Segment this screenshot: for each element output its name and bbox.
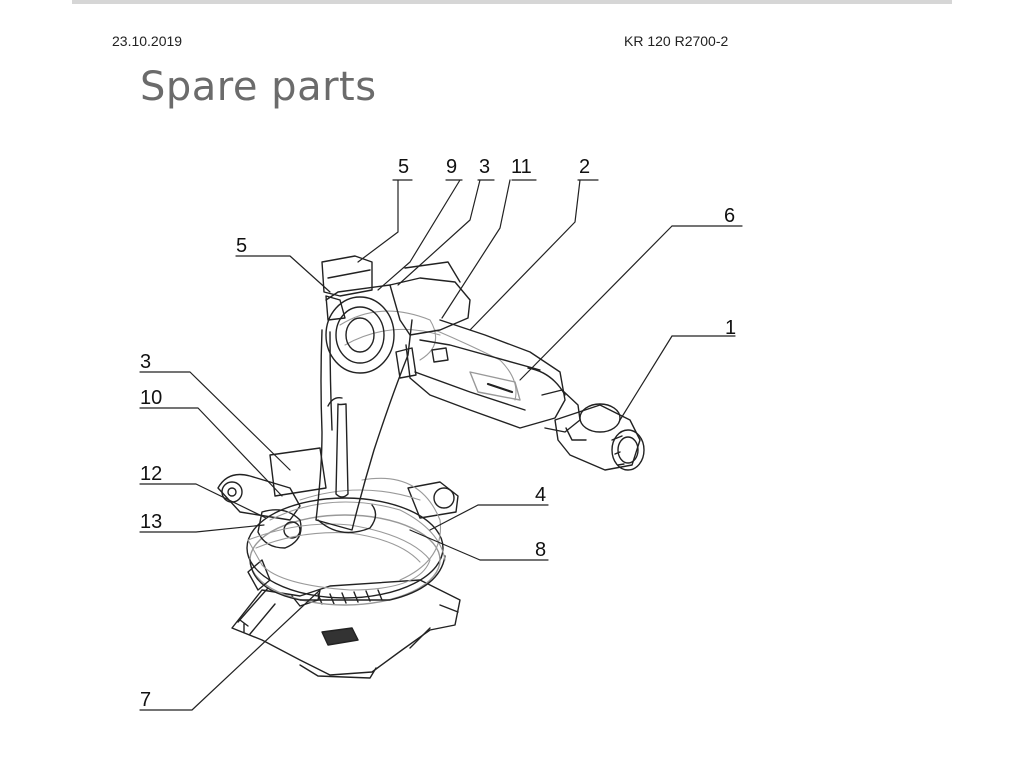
callout-1: 1: [725, 317, 736, 339]
robot-base: [231, 579, 461, 679]
top-rule: [72, 0, 952, 4]
callout-3-top: 3: [479, 156, 490, 178]
callout-13: 13: [140, 511, 162, 533]
counterbalancing-system: [395, 347, 449, 379]
callout-6: 6: [724, 205, 735, 227]
in-line-wrist: [541, 389, 645, 471]
robot-arm: [405, 319, 566, 429]
callout-12: 12: [140, 463, 162, 485]
callout-4: 4: [535, 484, 546, 506]
callout-5-left: 5: [236, 235, 247, 257]
document-date: 23.10.2019: [112, 33, 183, 49]
callout-11: 11: [511, 156, 532, 178]
leader-lines: [139, 179, 743, 711]
callout-8: 8: [535, 539, 546, 561]
callout-7: 7: [140, 689, 151, 711]
callout-5-top: 5: [398, 156, 409, 178]
arm-axis-housing: [321, 255, 471, 374]
link-arm: [315, 319, 413, 534]
callout-10: 10: [140, 387, 162, 409]
energy-supply-cables: [247, 310, 517, 591]
page-title: Spare parts: [140, 64, 377, 110]
callout-2: 2: [579, 156, 590, 178]
callout-numbers: 5 9 3 11 2 6 5 1 3 10 12 13 4 8 7: [140, 156, 736, 711]
callout-9: 9: [446, 156, 457, 178]
callout-3-left: 3: [140, 351, 151, 373]
robot-model: KR 120 R2700-2: [624, 33, 729, 49]
